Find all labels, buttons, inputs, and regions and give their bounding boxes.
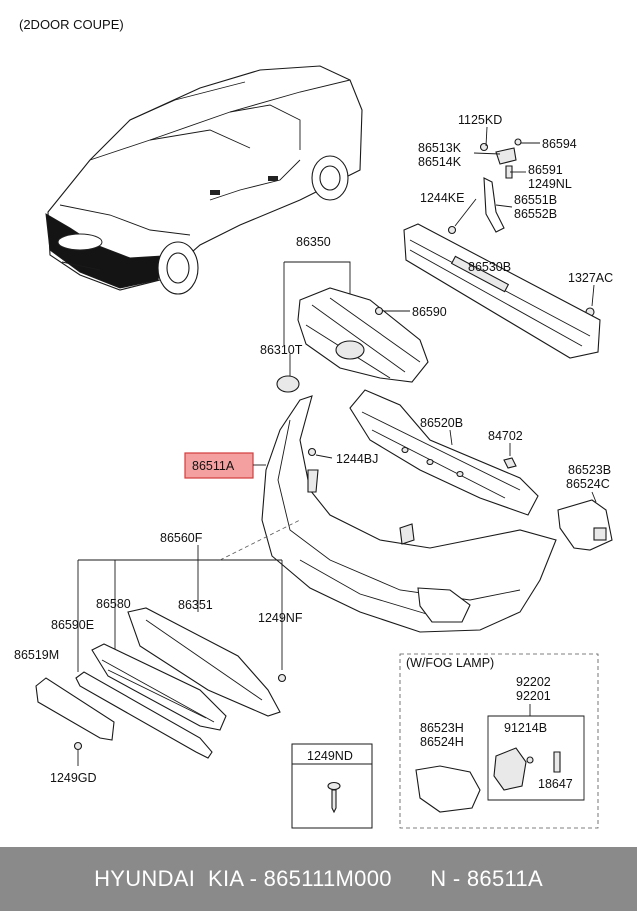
- label-86530B: 86530B: [468, 260, 511, 274]
- fog-lamp-box: [399, 653, 599, 829]
- coupe-note: (2DOOR COUPE): [19, 17, 124, 32]
- radiator-grille: [276, 261, 429, 393]
- label-86351: 86351: [178, 598, 213, 612]
- bracket-assembly: [447, 138, 595, 317]
- label-1249GD: 1249GD: [50, 771, 97, 785]
- front-bumper-cover: [261, 395, 557, 633]
- label-86513K: 86513K: [418, 141, 462, 155]
- label-86594: 86594: [542, 137, 577, 151]
- bumper-beam: [403, 223, 601, 359]
- label-86519M: 86519M: [14, 648, 59, 662]
- fog-cover: [557, 491, 613, 551]
- exploded-parts-diagram: (2DOOR COUPE): [14, 17, 613, 829]
- label-84702: 84702: [488, 429, 523, 443]
- label-86310T: 86310T: [260, 343, 303, 357]
- label-86591: 86591: [528, 163, 563, 177]
- label-18647: 18647: [538, 777, 573, 791]
- label-86590E: 86590E: [51, 618, 94, 632]
- label-92202: 92202: [516, 675, 551, 689]
- label-1327AC: 1327AC: [568, 271, 613, 285]
- label-86551B: 86551B: [514, 193, 557, 207]
- highlight-box: [184, 452, 254, 479]
- label-86520B: 86520B: [420, 416, 463, 430]
- label-86523B: 86523B: [568, 463, 611, 477]
- label-86560F: 86560F: [160, 531, 203, 545]
- label-86511A: 86511A: [192, 459, 235, 473]
- screw-detail-box: [291, 743, 373, 829]
- label-86580: 86580: [96, 597, 131, 611]
- label-1249ND: 1249ND: [307, 749, 353, 763]
- label-86350: 86350: [296, 235, 331, 249]
- lower-grille-group: [35, 519, 301, 766]
- energy-absorber: [349, 389, 539, 516]
- label-86590: 86590: [412, 305, 447, 319]
- label-1244KE: 1244KE: [420, 191, 464, 205]
- part-number-footer: HYUNDAI KIA - 865111M000 N - 86511A: [0, 847, 637, 911]
- label-92201: 92201: [516, 689, 551, 703]
- label-1244BJ: 1244BJ: [336, 452, 378, 466]
- label-86514K: 86514K: [418, 155, 462, 169]
- fog-box-title: (W/FOG LAMP): [406, 656, 494, 670]
- label-86524H: 86524H: [420, 735, 464, 749]
- car-illustration: [45, 65, 363, 295]
- label-86524C: 86524C: [566, 477, 610, 491]
- label-86552B: 86552B: [514, 207, 557, 221]
- label-1125KD: 1125KD: [458, 113, 502, 127]
- label-86523H: 86523H: [420, 721, 464, 735]
- label-1249NL: 1249NL: [528, 177, 572, 191]
- leader-lines-upper: [454, 126, 595, 307]
- label-1249NF: 1249NF: [258, 611, 303, 625]
- label-91214B: 91214B: [504, 721, 547, 735]
